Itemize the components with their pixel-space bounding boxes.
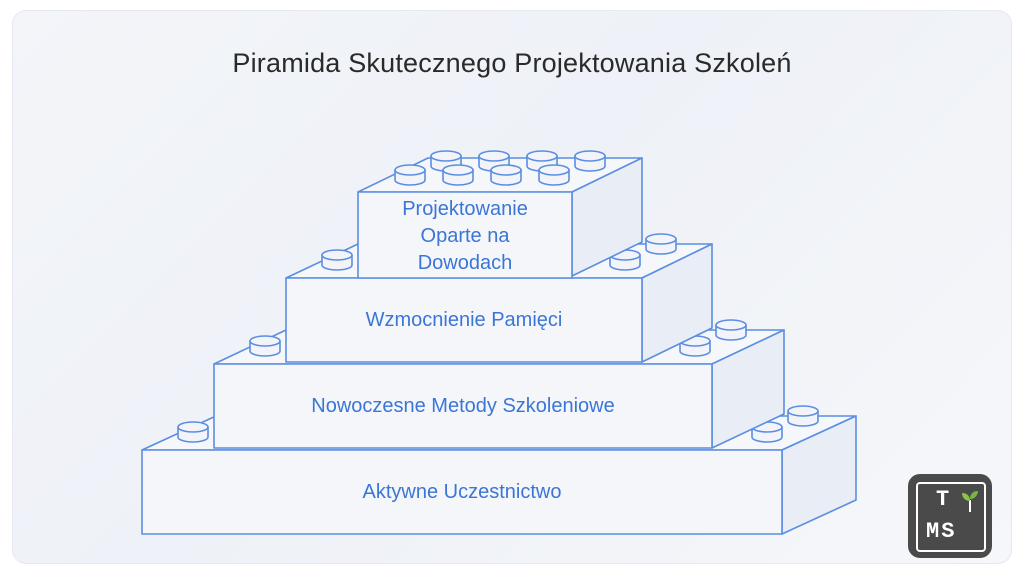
studs-level-4 [394,150,606,186]
diagram-title: Piramida Skutecznego Projektowania Szkol… [232,48,792,78]
level-4-label-line-3: Dowodach [417,252,513,274]
brick-level-4 [357,157,643,279]
level-4-label-line-2: Oparte na [420,225,510,247]
level-4-label-line-1: Projektowanie [402,198,528,220]
level-2-label: Nowoczesne Metody Szkoleniowe [311,395,615,417]
level-1-label: Aktywne Uczestnictwo [362,481,562,503]
level-3-label: Wzmocnienie Pamięci [365,309,563,331]
logo-text-bottom: MS [926,519,957,544]
studs-level-3 [321,233,677,271]
studs-level-2 [249,319,747,357]
logo-text-top: T [936,487,950,512]
tms-logo: T MS [908,474,992,558]
level-4-label: Projektowanie Oparte na Dowodach [358,196,572,277]
logo-frame: T MS [916,482,986,552]
sprout-icon [962,491,978,512]
